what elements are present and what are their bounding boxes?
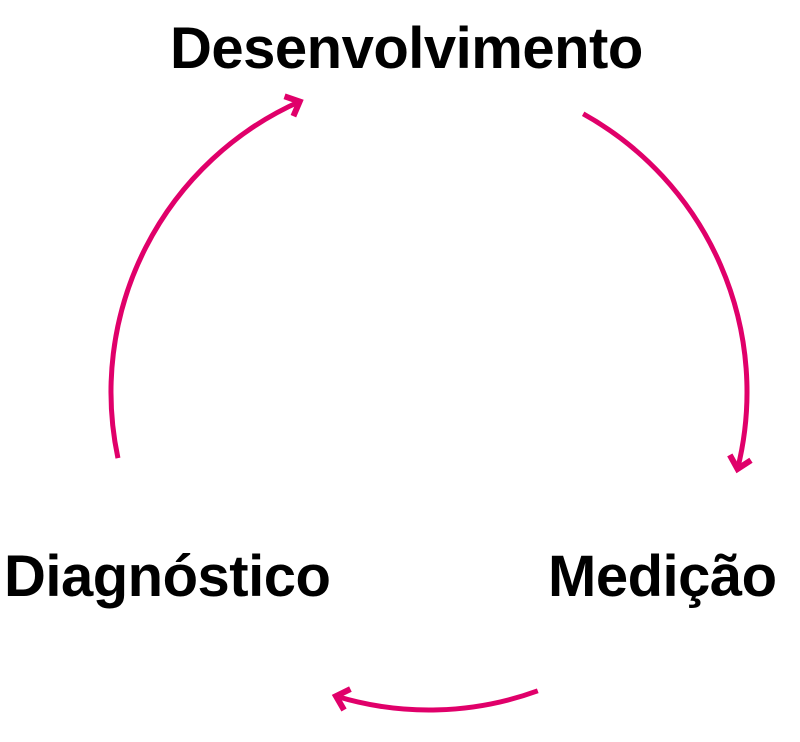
arrowhead-icon xyxy=(331,686,352,712)
arrow-diagnostico-to-desenvolvimento xyxy=(108,99,301,459)
arrow-desenvolvimento-to-medicao xyxy=(581,111,750,470)
stage-medicao: Medição xyxy=(548,544,777,609)
arrowhead-icon xyxy=(727,453,753,474)
stage-desenvolvimento: Desenvolvimento xyxy=(170,16,643,81)
stage-diagnostico: Diagnóstico xyxy=(4,544,331,609)
arrowhead-icon xyxy=(283,93,304,118)
arrow-medicao-to-diagnostico xyxy=(335,688,539,713)
